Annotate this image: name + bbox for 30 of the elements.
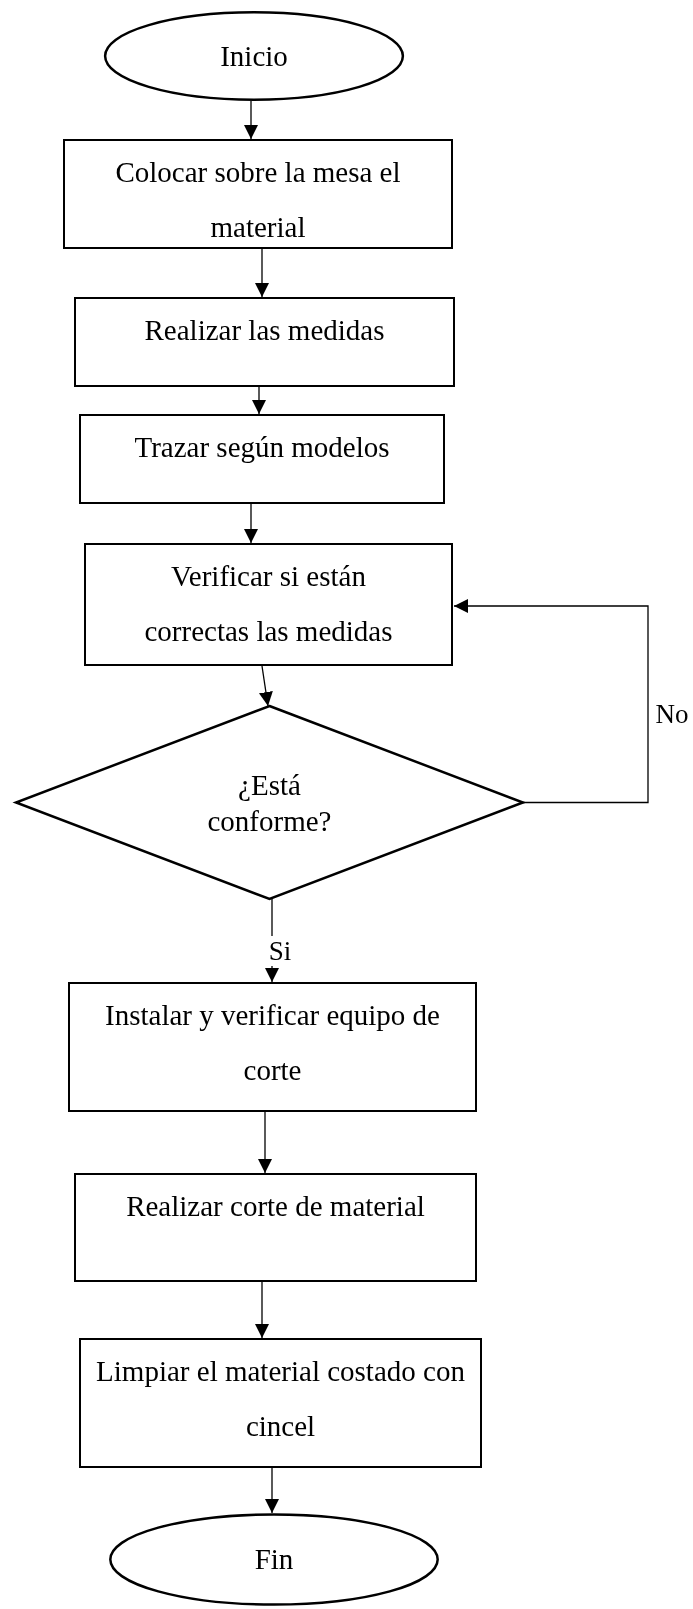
process-box (84, 543, 453, 666)
terminal-ellipse (103, 11, 405, 101)
edge-label: No (655, 699, 689, 729)
node-label: Verificar si están correctas las medidas (143, 559, 394, 649)
arrow (453, 599, 649, 804)
process-box (63, 139, 453, 249)
arrow (265, 1467, 279, 1514)
node-label: Colocar sobre la mesa el material (114, 155, 402, 245)
arrow (259, 665, 273, 707)
node-label: ¿Está conforme? (206, 767, 333, 839)
terminal-ellipse (108, 1513, 440, 1606)
process-box (79, 414, 445, 504)
process-box (74, 1173, 477, 1282)
arrow (258, 1111, 272, 1174)
node-label: Inicio (220, 38, 288, 74)
process-box (79, 1338, 482, 1468)
arrow (244, 503, 258, 544)
node-label: Realizar corte de material (126, 1189, 425, 1224)
node-label: Trazar según modelos (134, 430, 390, 465)
node-label: Limpiar el material costado con cincel (95, 1354, 466, 1444)
process-box (74, 297, 455, 387)
process-box (68, 982, 477, 1112)
arrow (255, 248, 269, 298)
arrow (244, 100, 258, 140)
arrow (252, 386, 266, 415)
edge-label: Si (268, 936, 292, 966)
node-label: Fin (254, 1542, 294, 1577)
arrow (255, 1281, 269, 1339)
node-label: Realizar las medidas (144, 313, 385, 348)
node-label: Instalar y verificar equipo de corte (104, 998, 441, 1088)
